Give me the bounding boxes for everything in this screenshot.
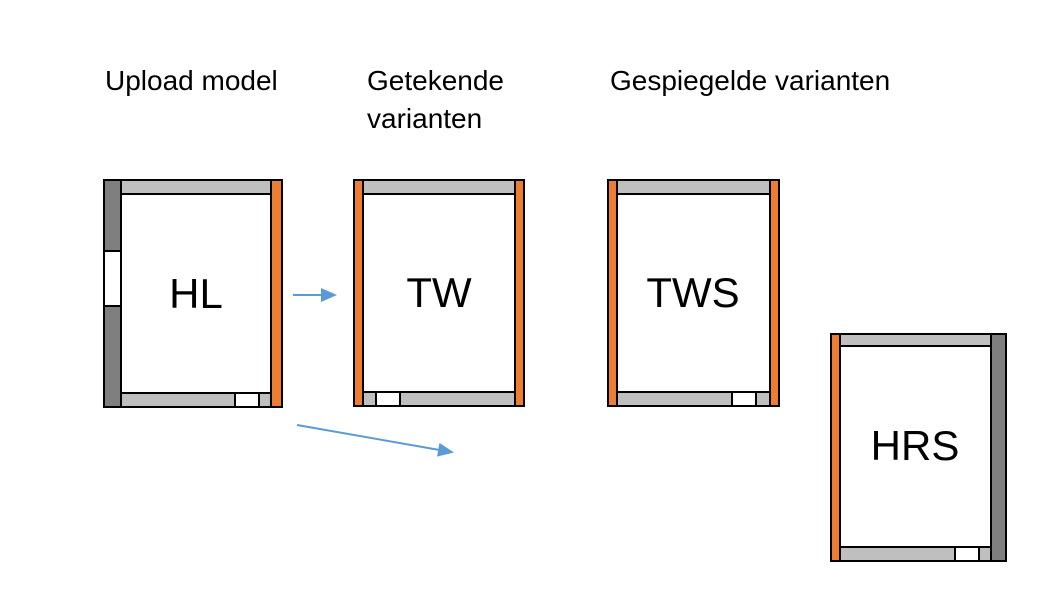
hl-wall-top	[120, 179, 272, 195]
tw-door-gap	[375, 391, 401, 407]
floorplan-tws-label: TWS	[646, 269, 740, 316]
floorplan-tw: TW	[353, 179, 525, 407]
tws-wall-left-orange	[607, 179, 618, 407]
arrow-down-right-icon	[296, 424, 454, 457]
hl-wall-right-orange	[270, 179, 283, 408]
hrs-wall-top	[839, 333, 992, 347]
column-header-gespiegelde-varianten: Gespiegelde varianten	[610, 65, 891, 96]
tw-wall-left-orange	[353, 179, 364, 407]
floorplan-tws: TWS	[607, 179, 780, 407]
tw-wall-right-orange	[514, 179, 525, 407]
hl-wall-bottom-left	[120, 392, 236, 408]
tws-wall-bottom-left	[616, 391, 733, 407]
tw-wall-bottom-right	[399, 391, 516, 407]
hrs-wall-bottom-right	[978, 546, 992, 562]
tws-door-gap	[731, 391, 757, 407]
hl-wall-bottom-right	[258, 392, 272, 408]
hl-door-gap	[234, 392, 260, 408]
hl-wall-left-lower	[103, 305, 122, 408]
hrs-wall-left-orange	[830, 333, 841, 562]
floorplan-hrs-label: HRS	[870, 422, 960, 469]
floorplan-hrs: HRS	[830, 333, 1007, 562]
column-header-upload-model: Upload model	[105, 65, 278, 96]
column-header-getekende-varianten: Getekende varianten	[367, 65, 504, 134]
floorplan-hl: HL	[103, 179, 283, 408]
hrs-wall-bottom-left	[839, 546, 956, 562]
tws-wall-bottom-right	[755, 391, 771, 407]
tw-wall-top	[362, 179, 516, 195]
hl-window-gap	[103, 250, 122, 307]
floorplan-hl-label: HL	[169, 270, 223, 317]
floorplan-tw-label: TW	[406, 269, 472, 316]
tws-wall-right-orange	[769, 179, 780, 407]
hrs-wall-right	[990, 333, 1007, 562]
hrs-door-gap	[954, 546, 980, 562]
tws-wall-top	[616, 179, 771, 195]
